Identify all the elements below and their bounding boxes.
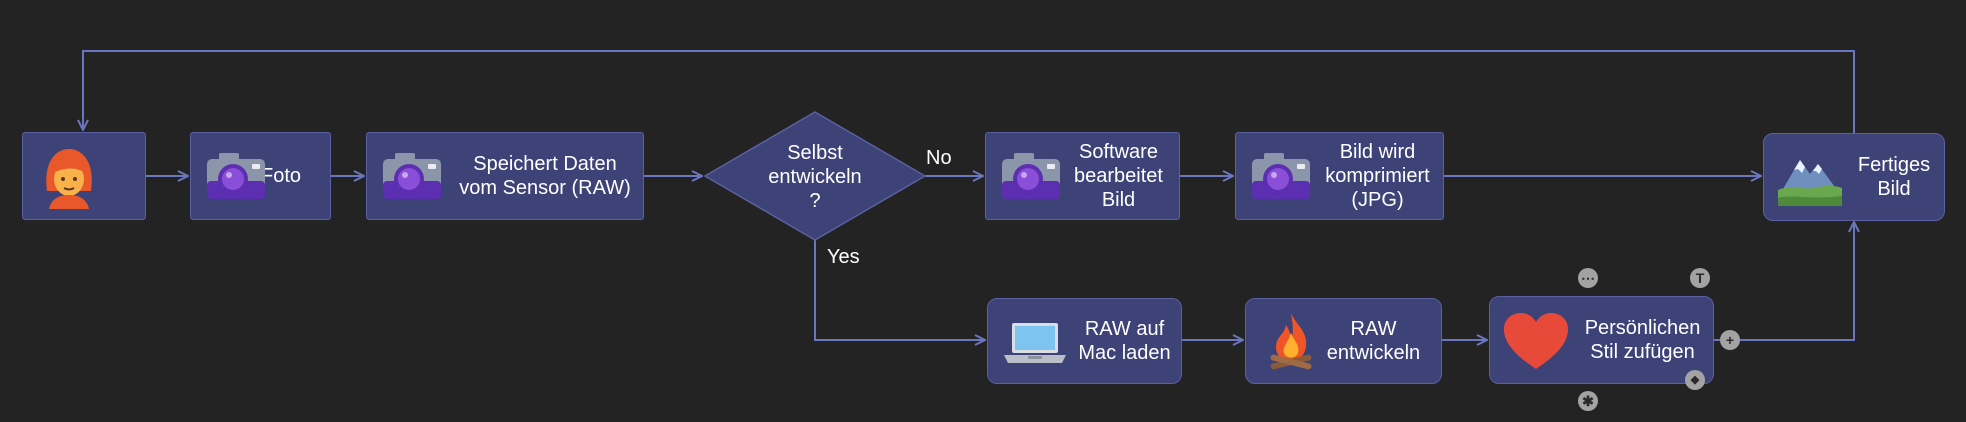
camera-icon (207, 153, 265, 199)
edge-label-no: No (926, 147, 952, 169)
fertig-node[interactable]: Fertiges Bild (1763, 133, 1945, 221)
star-handle[interactable]: ✱ (1578, 391, 1598, 411)
campfire-icon (1270, 313, 1312, 370)
raw-mac-label: RAW auf Mac laden (1078, 318, 1171, 364)
foto-node[interactable]: Foto (190, 132, 331, 220)
raw-mac-node[interactable]: RAW auf Mac laden (987, 298, 1182, 384)
person-avatar-icon (46, 149, 92, 209)
resize-handle[interactable]: ◆ (1685, 370, 1705, 390)
speichert-node[interactable]: Speichert Daten vom Sensor (RAW) (366, 132, 644, 220)
edge-decision-raw-mac (814, 240, 985, 340)
laptop-icon (1004, 323, 1066, 363)
software-label: Software bearbeitet Bild (1074, 141, 1163, 211)
fertig-label: Fertiges Bild (1857, 154, 1931, 200)
person-node[interactable] (22, 132, 146, 220)
heart-icon (1504, 313, 1568, 369)
add-handle[interactable]: + (1720, 330, 1740, 350)
more-options-handle[interactable]: ⋯ (1578, 268, 1598, 288)
raw-entwickeln-label: RAW entwickeln (1326, 318, 1421, 364)
camera-icon (1002, 153, 1060, 199)
edge-stil-fertig (1714, 222, 1854, 341)
stil-label: Persönlichen Stil zufügen (1584, 317, 1701, 363)
stil-node[interactable]: Persönlichen Stil zufügen (1489, 296, 1714, 384)
decision-label: Selbst entwickeln ? (768, 142, 862, 212)
edge-fertig-person-loop (83, 50, 1855, 133)
komprimiert-node[interactable]: Bild wird komprimiert (JPG) (1235, 132, 1444, 220)
foto-label: Foto (261, 165, 302, 187)
speichert-label: Speichert Daten vom Sensor (RAW) (459, 153, 631, 199)
raw-entwickeln-node[interactable]: RAW entwickeln (1245, 298, 1442, 384)
camera-icon (383, 153, 441, 199)
edge-label-yes: Yes (827, 246, 860, 268)
mountain-landscape-icon (1778, 160, 1842, 206)
decision-diamond[interactable] (703, 111, 927, 241)
text-handle[interactable]: T (1690, 268, 1710, 288)
komprimiert-label: Bild wird komprimiert (JPG) (1325, 141, 1430, 211)
software-node[interactable]: Software bearbeitet Bild (985, 132, 1180, 220)
camera-icon (1252, 153, 1310, 199)
